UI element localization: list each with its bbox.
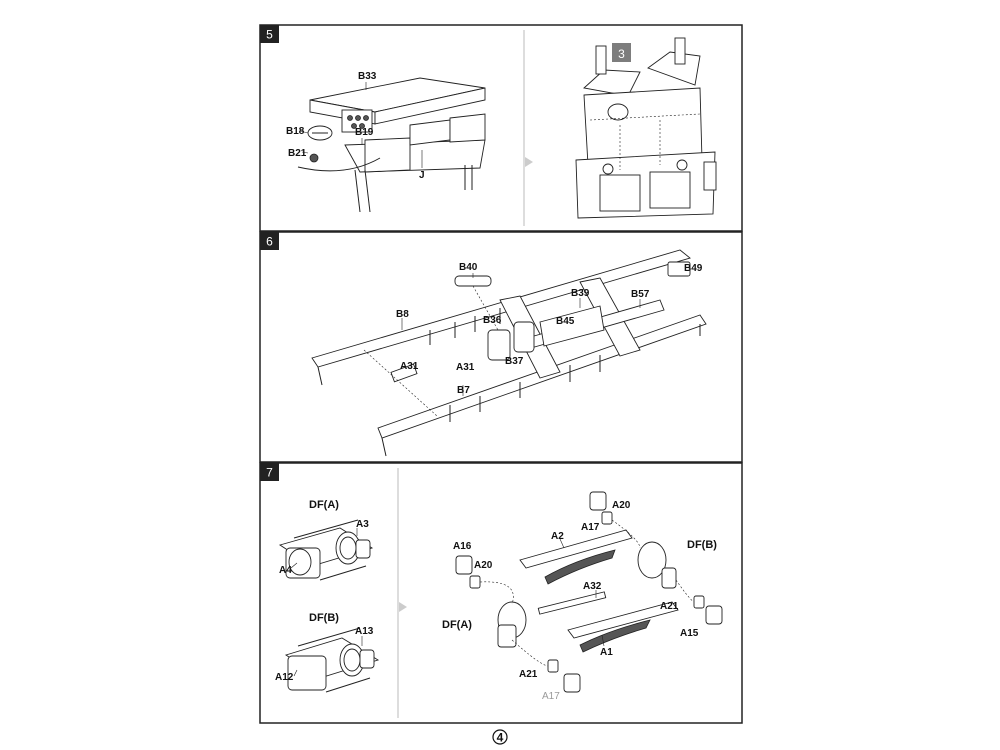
label-b7: B7 [457, 385, 470, 396]
label-j: J [419, 170, 425, 181]
label-dfb-assembly: DF(B) [687, 539, 717, 551]
label-a20-top: A20 [612, 500, 631, 511]
label-b57: B57 [631, 289, 650, 300]
label-b40: B40 [459, 262, 478, 273]
chassis-frame-drawing [311, 249, 707, 457]
label-b33: B33 [358, 71, 377, 82]
step-5-arrow [525, 157, 533, 167]
label-b45: B45 [556, 316, 575, 327]
step-6-number: 6 [266, 235, 273, 249]
label-a21-left: A21 [519, 669, 538, 680]
label-a15: A15 [680, 628, 699, 639]
label-b36: B36 [483, 315, 502, 326]
label-b18: B18 [286, 126, 305, 137]
label-a12: A12 [275, 672, 294, 683]
differential-b-drawing [284, 627, 380, 693]
label-a16: A16 [453, 541, 472, 552]
label-a31-left: A31 [400, 361, 419, 372]
label-a17-bottom: A17 [542, 691, 560, 702]
step-7-arrow [399, 602, 407, 612]
label-a3: A3 [356, 519, 369, 530]
step-7-badge [260, 463, 279, 481]
label-a4: A4 [279, 565, 292, 576]
label-b8: B8 [396, 309, 409, 320]
label-a17-top: A17 [581, 522, 600, 533]
step-7-number: 7 [266, 466, 273, 480]
label-a2: A2 [551, 531, 564, 542]
label-dfa-assembly: DF(A) [442, 619, 472, 631]
label-a31-right: A31 [456, 362, 475, 373]
dashboard-drawing [297, 77, 486, 213]
label-b39: B39 [571, 288, 590, 299]
step-5-badge [260, 25, 279, 43]
label-a1: A1 [600, 647, 613, 658]
label-b19: B19 [355, 127, 374, 138]
label-a20-left: A20 [474, 560, 493, 571]
label-a21-right: A21 [660, 601, 679, 612]
header-dfb: DF(B) [309, 612, 339, 624]
label-b49: B49 [684, 263, 703, 274]
step-5-panel: 5 [259, 24, 743, 232]
differential-a-drawing [278, 519, 374, 581]
label-b37: B37 [505, 356, 524, 367]
label-a13: A13 [355, 626, 374, 637]
label-b21: B21 [288, 148, 307, 159]
step-6-panel: 6 [259, 231, 743, 463]
step-5-number: 5 [266, 28, 273, 42]
step-6-badge [260, 232, 279, 250]
step-7-panel: 7 DF(A) A3 A4 DF(B) [259, 462, 743, 724]
header-dfa: DF(A) [309, 499, 339, 511]
subassembly-ref-number: 3 [618, 47, 625, 61]
page-number: 4 [497, 731, 504, 745]
page-number-circle [492, 729, 508, 745]
label-a32: A32 [583, 581, 602, 592]
axle-exploded-drawing [455, 491, 723, 693]
cab-assembly-drawing: 3 [575, 37, 717, 219]
subassembly-ref-badge [612, 43, 631, 62]
